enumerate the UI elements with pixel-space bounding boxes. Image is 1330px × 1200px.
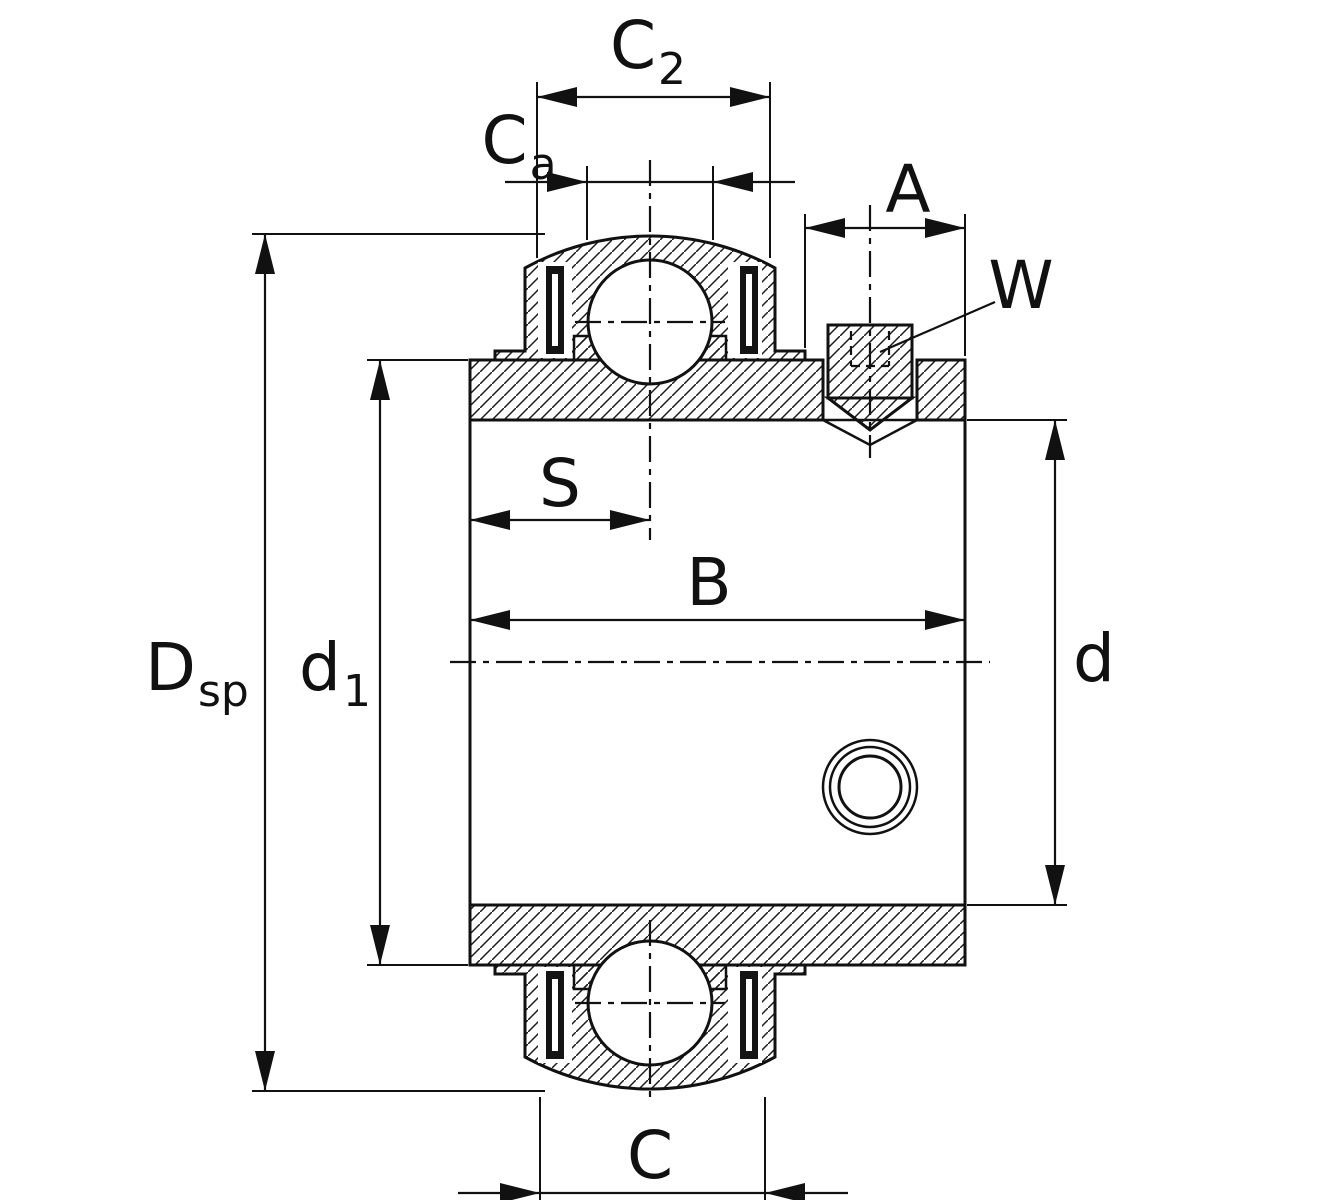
dimension-label-a: A: [885, 151, 931, 228]
dimension-a: [805, 218, 965, 238]
dimension-c: [458, 1183, 848, 1200]
dimension-label-dsp: Dsp: [145, 629, 249, 717]
set-screw-hole-front-view: [821, 738, 919, 836]
dimension-c2: [537, 87, 770, 107]
seals: [546, 266, 758, 1059]
dimension-s: [470, 510, 650, 530]
centerlines: [450, 160, 990, 1100]
dimension-label-d: d: [1073, 620, 1115, 697]
dimension-label-w: W: [988, 247, 1054, 324]
dimension-label-b: B: [686, 544, 732, 621]
extension-lines: [252, 82, 1067, 1200]
dimension-label-d1: d1: [299, 629, 371, 717]
dimension-d: [1045, 420, 1065, 905]
dimension-dsp: [255, 234, 275, 1091]
dimension-label-s: S: [539, 445, 581, 522]
dimension-label-ca: Ca: [481, 102, 557, 190]
dimension-d1: [370, 360, 390, 965]
dimension-label-c2: C2: [609, 7, 687, 95]
dimension-label-c: C: [626, 1117, 674, 1194]
inner-ring-section-bottom: [468, 903, 967, 967]
leader-w: [879, 300, 996, 354]
dimension-ca: [505, 172, 795, 192]
dimension-b: [470, 610, 965, 630]
